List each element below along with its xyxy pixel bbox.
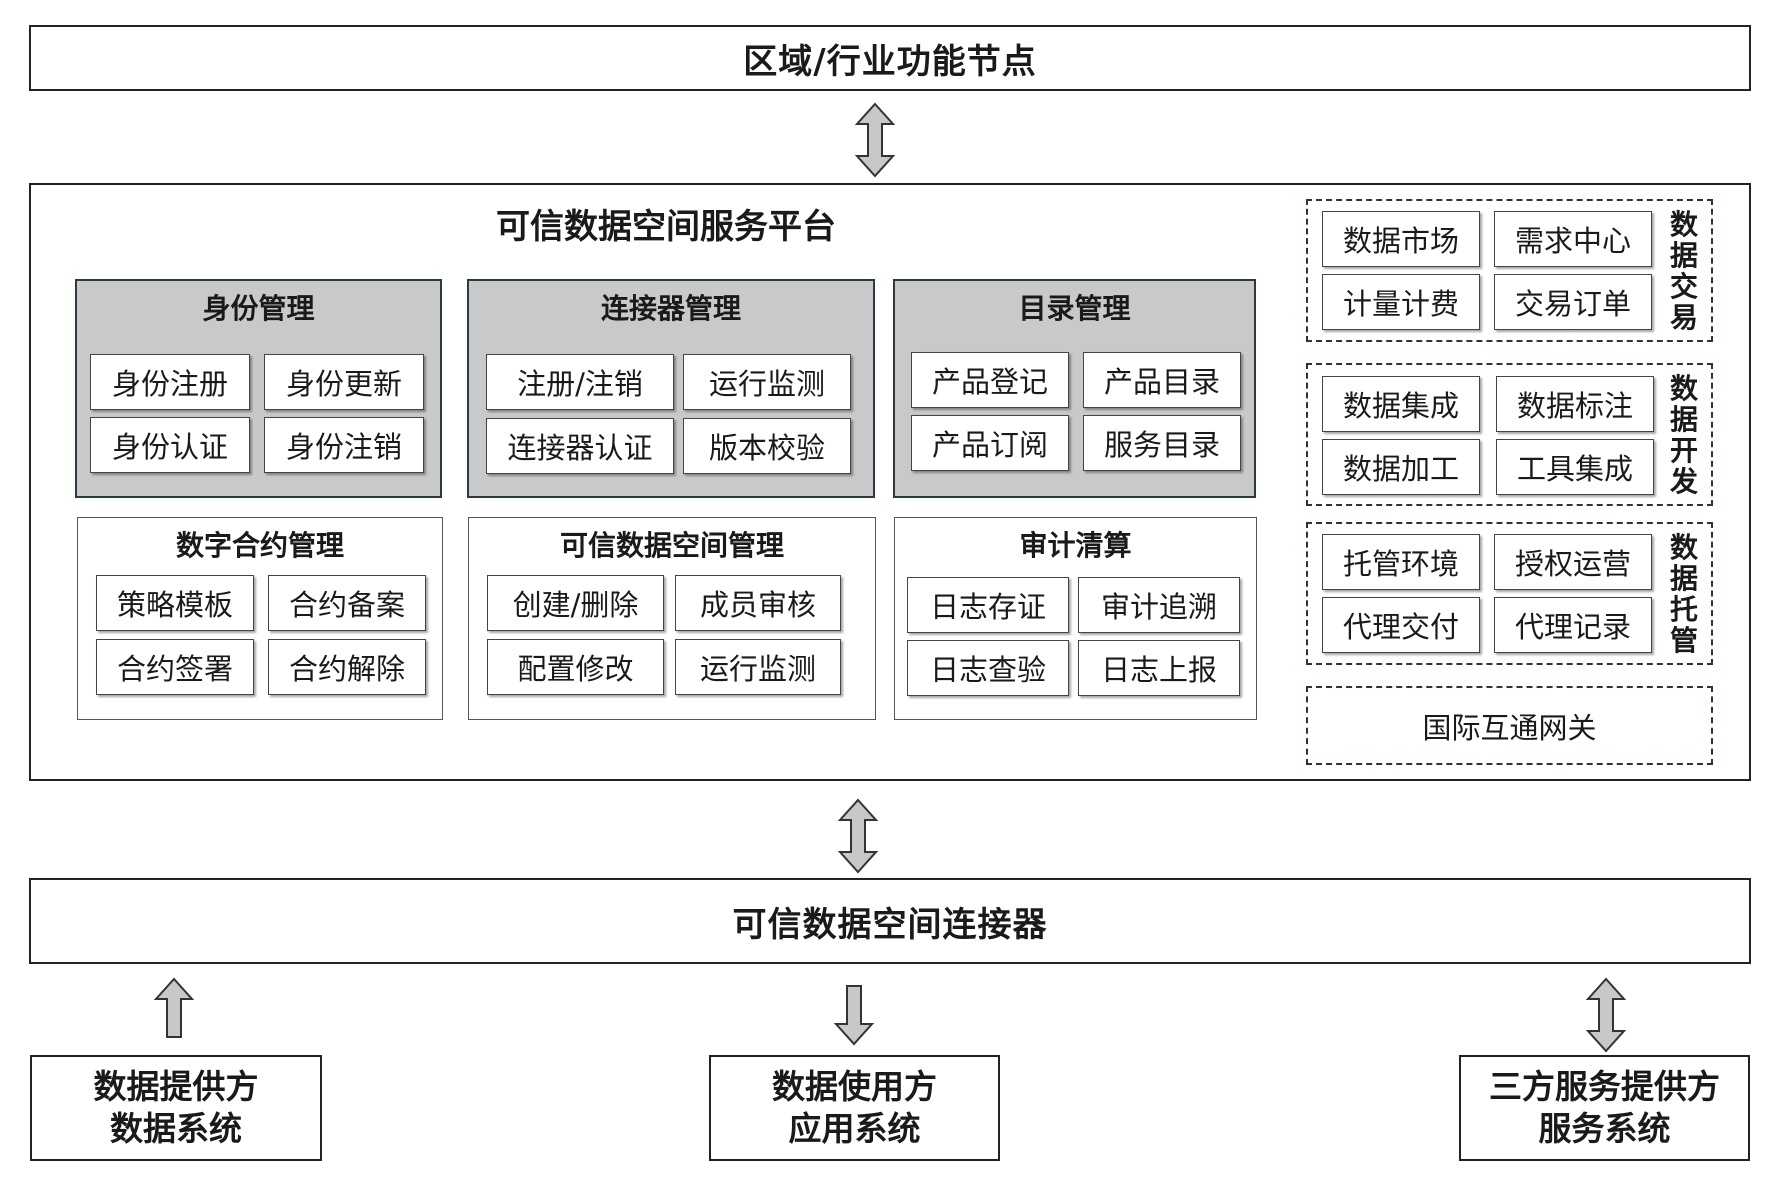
module-item: 版本校验: [683, 418, 851, 474]
module-item: 工具集成: [1496, 439, 1654, 495]
data-user-system: 数据使用方 应用系统: [709, 1055, 1000, 1161]
group-title: 连接器管理: [600, 292, 741, 325]
up-arrow-icon: [153, 977, 195, 1038]
module-item: 身份更新: [264, 354, 424, 410]
audit-settlement-group: 审计清算 日志存证 审计追溯 日志查验 日志上报: [894, 517, 1257, 720]
module-item: 日志上报: [1078, 640, 1240, 696]
platform-title: 可信数据空间服务平台: [496, 207, 836, 247]
module-item: 日志查验: [907, 640, 1069, 696]
side-group-label: 数据托管: [1669, 531, 1698, 657]
module-item: 产品登记: [911, 352, 1069, 408]
module-item: 成员审核: [675, 575, 841, 631]
module-item: 代理交付: [1322, 597, 1480, 653]
data-provider-system: 数据提供方 数据系统: [30, 1055, 322, 1161]
data-space-management-group: 可信数据空间管理 创建/删除 成员审核 配置修改 运行监测: [468, 517, 876, 720]
module-item: 合约备案: [268, 575, 426, 631]
group-title: 审计清算: [1019, 529, 1132, 562]
catalog-management-group: 目录管理 产品登记 产品目录 产品订阅 服务目录: [893, 279, 1256, 498]
system-line1: 数据使用方: [772, 1067, 937, 1106]
service-platform: 可信数据空间服务平台 身份管理 身份注册 身份更新 身份认证 身份注销 连接器管…: [29, 183, 1751, 781]
module-item: 数据标注: [1496, 376, 1654, 432]
module-item: 交易订单: [1494, 274, 1652, 330]
regional-industry-node: 区域/行业功能节点: [29, 25, 1751, 91]
module-item: 策略模板: [96, 575, 254, 631]
group-title: 目录管理: [1018, 292, 1131, 325]
module-item: 服务目录: [1083, 415, 1241, 471]
group-title: 可信数据空间管理: [559, 529, 784, 562]
module-item: 审计追溯: [1078, 577, 1240, 633]
module-item: 数据集成: [1322, 376, 1480, 432]
gateway-label: 国际互通网关: [1422, 710, 1597, 745]
regional-industry-node-label: 区域/行业功能节点: [743, 41, 1037, 82]
module-item: 合约解除: [268, 639, 426, 695]
module-item: 计量计费: [1322, 274, 1480, 330]
module-item: 配置修改: [487, 639, 664, 695]
system-line2: 应用系统: [788, 1109, 921, 1148]
module-item: 数据加工: [1322, 439, 1480, 495]
module-item: 身份认证: [90, 417, 250, 473]
module-item: 产品目录: [1083, 352, 1241, 408]
module-item: 数据市场: [1322, 211, 1480, 267]
bidirectional-arrow-icon: [854, 102, 896, 178]
bidirectional-arrow-icon: [1585, 977, 1627, 1053]
module-item: 身份注销: [264, 417, 424, 473]
system-line1: 数据提供方: [93, 1067, 259, 1106]
bidirectional-arrow-icon: [837, 798, 879, 874]
group-title: 数字合约管理: [175, 529, 344, 562]
digital-contract-group: 数字合约管理 策略模板 合约备案 合约签署 合约解除: [77, 517, 443, 720]
module-item: 运行监测: [675, 639, 841, 695]
side-group-label: 数据交易: [1669, 208, 1698, 334]
data-trading-group: 数据市场 需求中心 计量计费 交易订单 数据交易: [1306, 199, 1713, 342]
module-item: 代理记录: [1494, 597, 1652, 653]
group-title: 身份管理: [202, 292, 315, 325]
third-party-service-system: 三方服务提供方 服务系统: [1459, 1055, 1750, 1161]
data-space-connector: 可信数据空间连接器: [29, 878, 1751, 964]
identity-management-group: 身份管理 身份注册 身份更新 身份认证 身份注销: [75, 279, 442, 498]
module-item: 日志存证: [907, 577, 1069, 633]
module-item: 产品订阅: [911, 415, 1069, 471]
module-item: 连接器认证: [486, 418, 674, 474]
module-item: 合约签署: [96, 639, 254, 695]
module-item: 创建/删除: [487, 575, 664, 631]
system-line1: 三方服务提供方: [1489, 1067, 1720, 1106]
module-item: 身份注册: [90, 354, 250, 410]
module-item: 需求中心: [1494, 211, 1652, 267]
system-line2: 服务系统: [1538, 1109, 1671, 1148]
down-arrow-icon: [833, 985, 875, 1046]
data-development-group: 数据集成 数据标注 数据加工 工具集成 数据开发: [1306, 363, 1713, 506]
module-item: 授权运营: [1494, 534, 1652, 590]
system-line2: 数据系统: [110, 1109, 242, 1148]
connector-label: 可信数据空间连接器: [732, 904, 1048, 945]
data-custody-group: 托管环境 授权运营 代理交付 代理记录 数据托管: [1306, 522, 1713, 665]
module-item: 注册/注销: [486, 354, 674, 410]
international-gateway: 国际互通网关: [1306, 686, 1713, 765]
connector-management-group: 连接器管理 注册/注销 运行监测 连接器认证 版本校验: [467, 279, 875, 498]
module-item: 运行监测: [683, 354, 851, 410]
module-item: 托管环境: [1322, 534, 1480, 590]
side-group-label: 数据开发: [1669, 372, 1698, 498]
